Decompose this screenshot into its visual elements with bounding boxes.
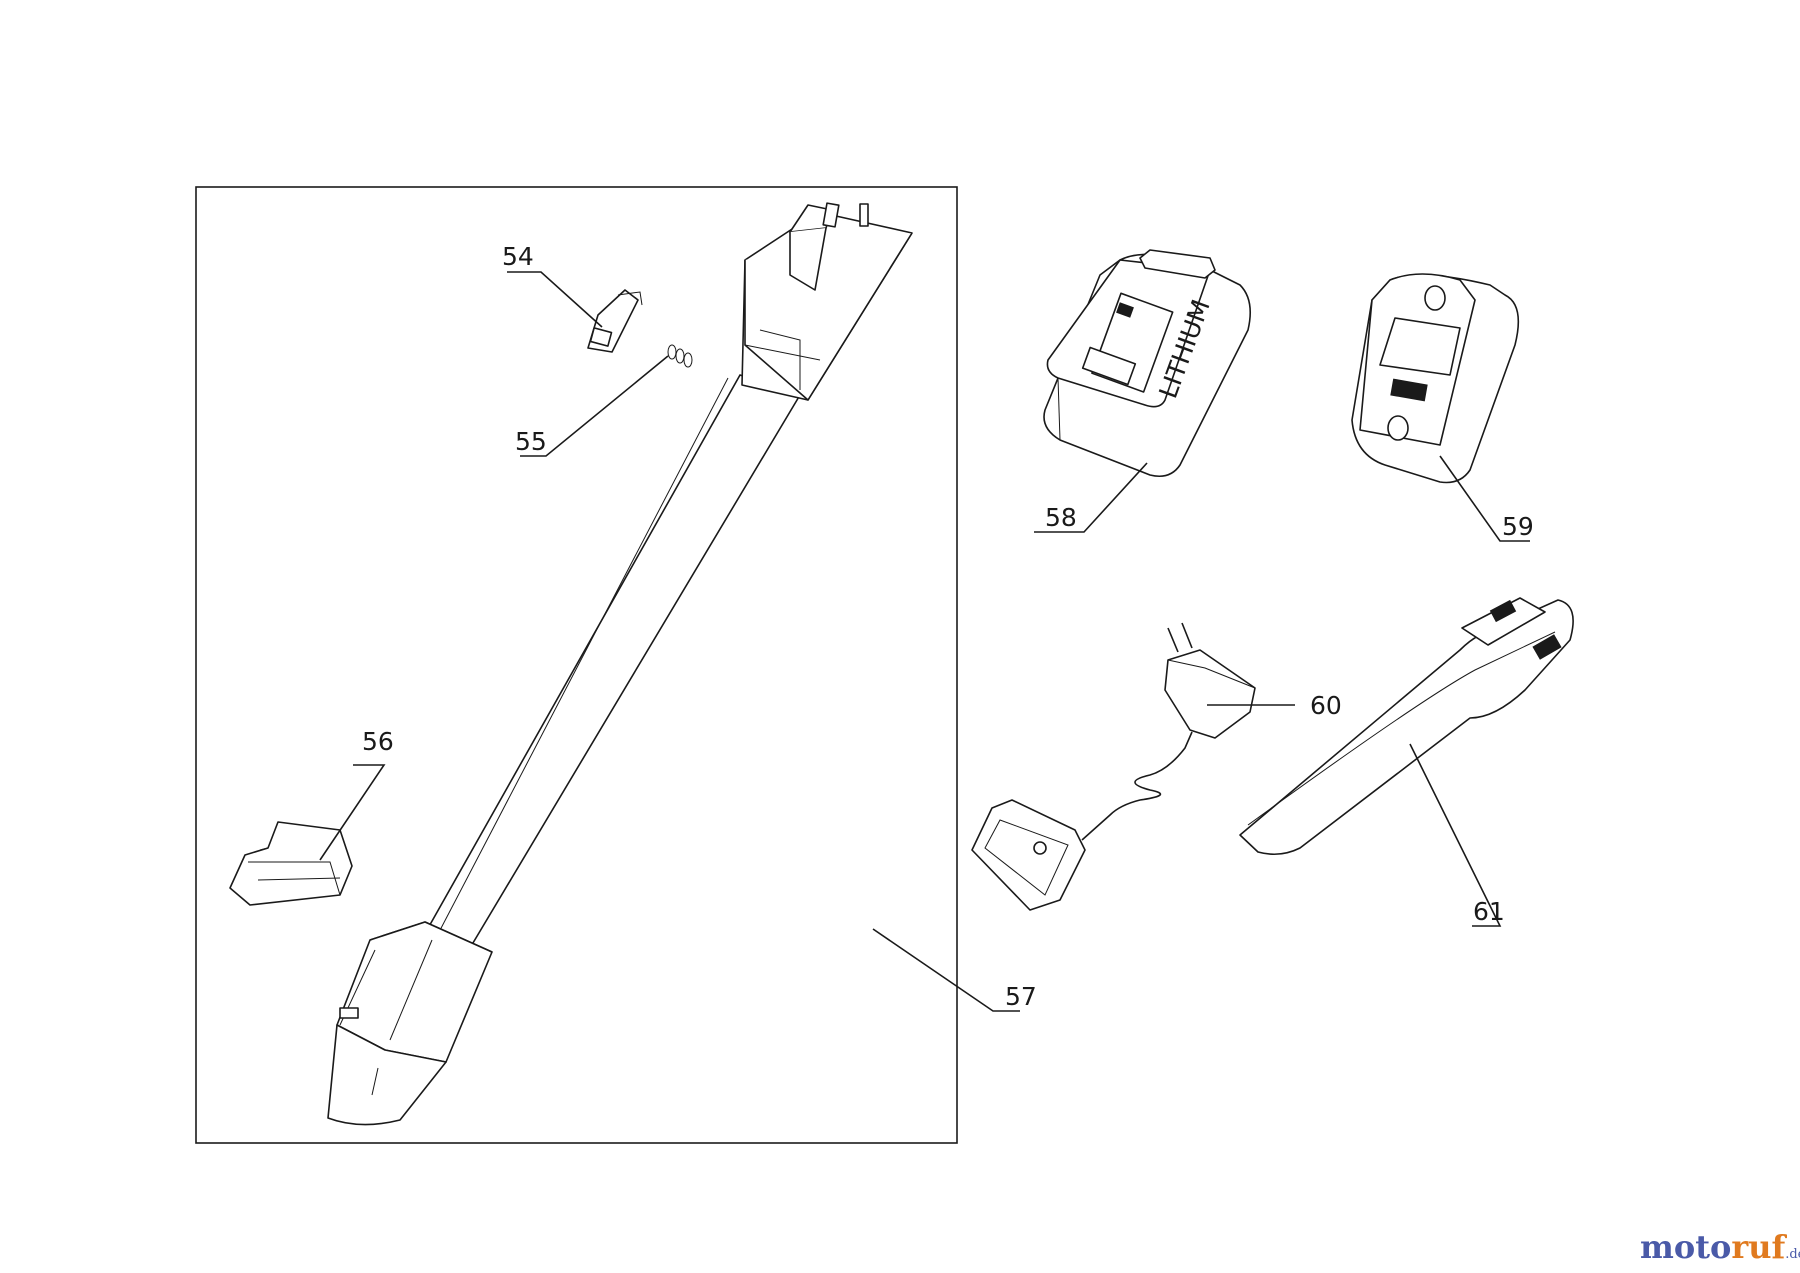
watermark-part2: ruf [1731, 1228, 1786, 1266]
battery-pack: LITHIUM [1043, 249, 1251, 478]
part-label-59: 59 [1502, 512, 1534, 541]
part-label-60: 60 [1310, 691, 1342, 720]
leader-lines [319, 271, 1530, 1012]
watermark-logo: motoruf.de [1640, 1228, 1800, 1266]
spring [667, 344, 693, 368]
part-label-55: 55 [515, 427, 547, 456]
extension-tube [327, 202, 913, 1126]
crevice-nozzle [1239, 597, 1574, 856]
parts-frame [195, 186, 958, 1144]
charger [971, 622, 1256, 911]
part-label-61: 61 [1473, 897, 1505, 926]
watermark-tld: .de [1785, 1247, 1800, 1262]
part-label-58: 58 [1045, 503, 1077, 532]
watermark-part1: moto [1640, 1228, 1732, 1266]
part-label-57: 57 [1005, 982, 1037, 1011]
part-label-56: 56 [362, 727, 394, 756]
latch-clip [587, 289, 643, 353]
clip-bracket [229, 821, 353, 906]
part-label-54: 54 [502, 242, 534, 271]
wall-mount [1351, 273, 1520, 484]
